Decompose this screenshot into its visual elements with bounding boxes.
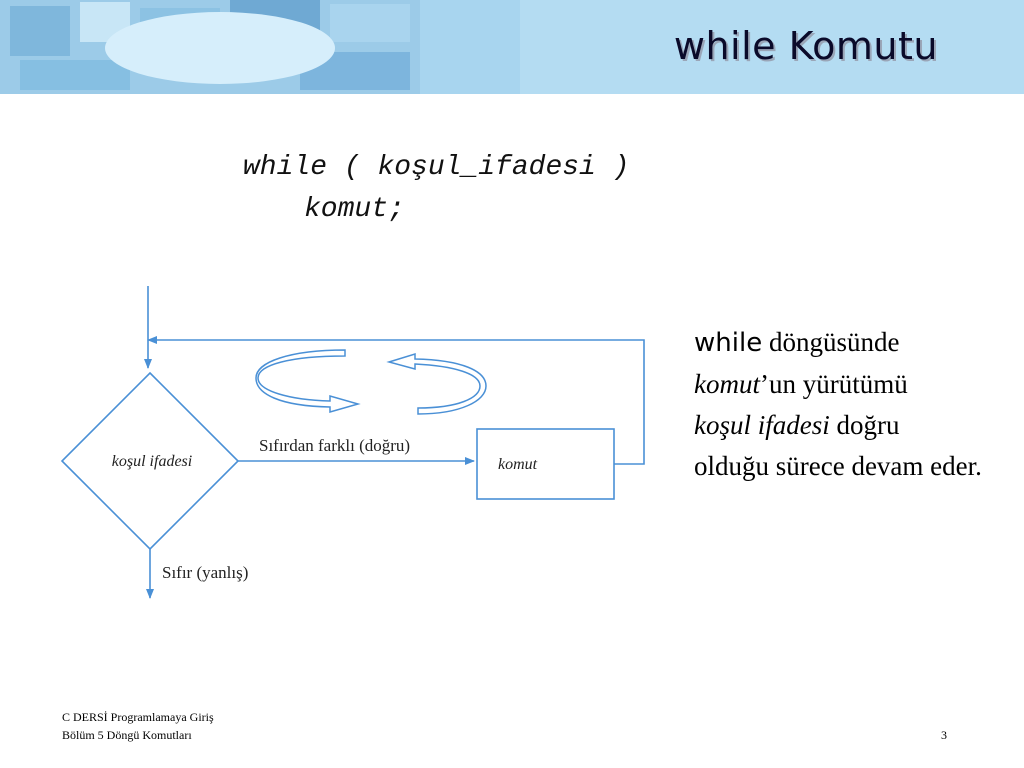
while-flowchart: koşul ifadesi Sıfırdan farklı (doğru) ko… (60, 286, 645, 599)
command-label: komut (498, 456, 538, 473)
slide-title: while Komutu (673, 24, 938, 68)
explanation-part-3: doğru (829, 410, 900, 440)
code-while-body: komut; (304, 194, 405, 225)
while-keyword: while (694, 328, 763, 358)
explanation-text: while döngüsünde komut’un yürütümü koşul… (694, 322, 1004, 487)
explanation-part-4: olduğu sürece devam eder. (694, 451, 982, 481)
explanation-part-1: döngüsünde (762, 327, 900, 357)
loop-rotation-icon (255, 349, 487, 415)
footer-chapter-title: Bölüm 5 Döngü Komutları (62, 728, 192, 742)
loop-back-arrow (147, 336, 645, 465)
banner-photo-collage (0, 0, 520, 94)
footer-course-title: C DERSİ Programlamaya Giriş (62, 710, 214, 724)
command-box (476, 428, 615, 500)
false-edge-label: Sıfır (yanlış) (162, 563, 248, 582)
true-edge-label: Sıfırdan farklı (doğru) (259, 436, 410, 455)
condition-term: koşul ifadesi (694, 410, 830, 440)
explanation-part-2: ’un yürütümü (759, 369, 908, 399)
komut-term: komut (694, 369, 760, 399)
condition-label: koşul ifadesi (112, 453, 192, 470)
page-number: 3 (941, 728, 947, 742)
code-while-header: while ( koşul_ifadesi ) (243, 152, 630, 183)
header-banner: while Komutu (0, 0, 1024, 94)
